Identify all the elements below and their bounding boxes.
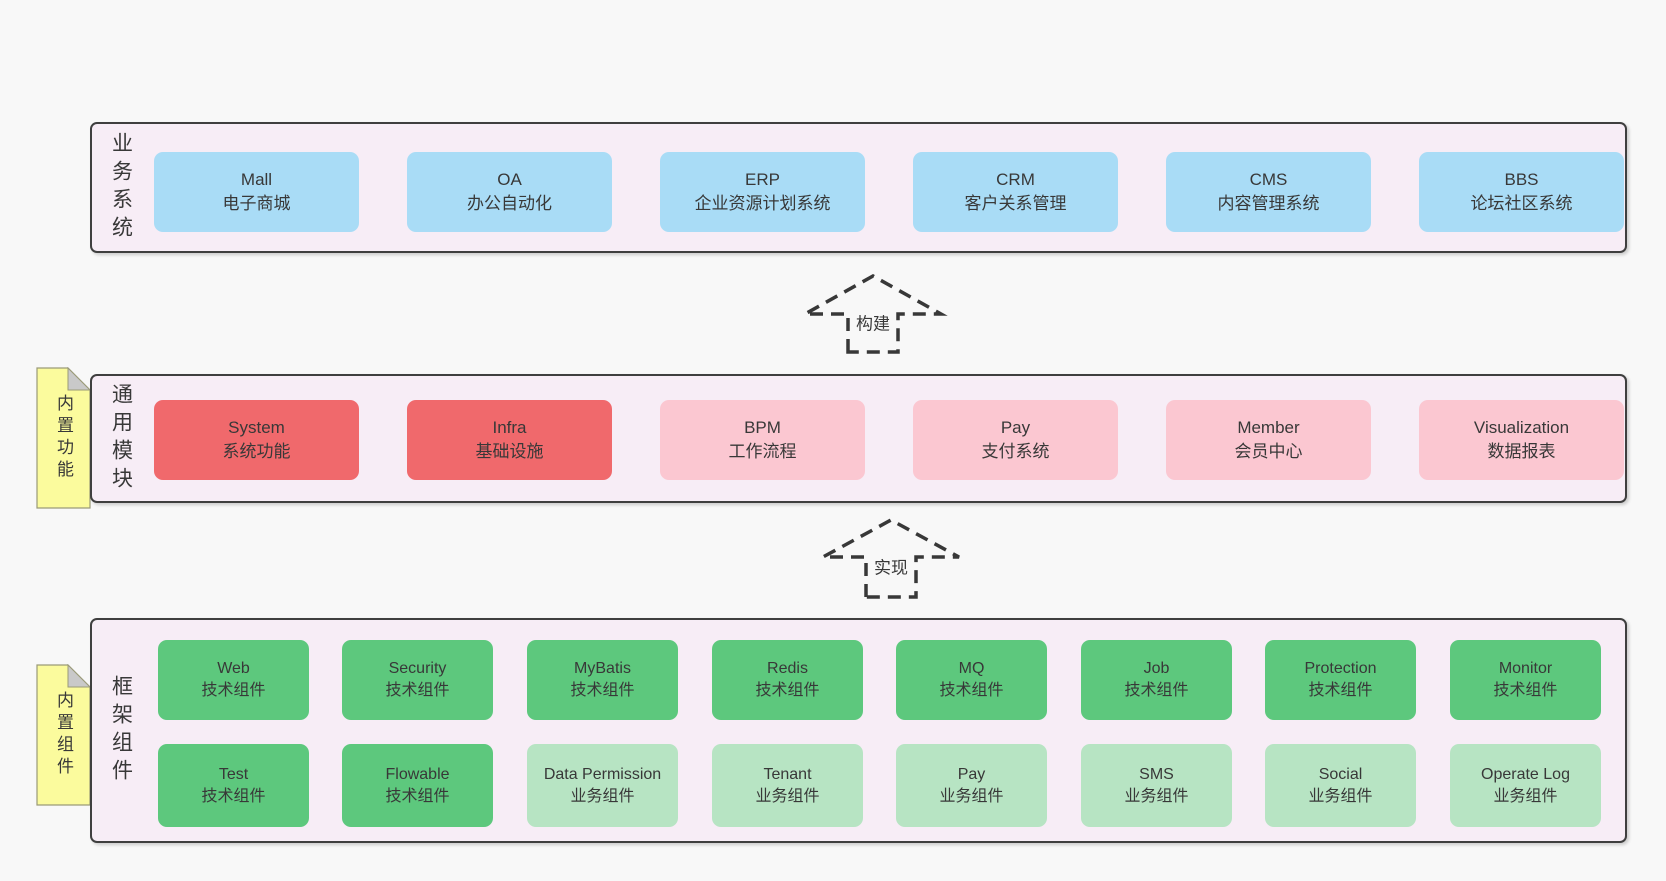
panel-title-business-systems: 业务系统: [109, 131, 133, 244]
box-security: Security 技术组件: [342, 640, 493, 720]
box-operate-log: Operate Log 业务组件: [1450, 744, 1601, 827]
box-cms: CMS 内容管理系统: [1166, 152, 1371, 232]
note-shape: [36, 664, 91, 806]
arrow-build-label: 构建: [853, 308, 893, 336]
box-monitor: Monitor 技术组件: [1450, 640, 1601, 720]
box-bpm: BPM 工作流程: [660, 400, 865, 480]
note-built-in-features: 内置功能: [36, 367, 91, 509]
note-label: 内置功能: [54, 394, 73, 482]
box-tenant: Tenant 业务组件: [712, 744, 863, 827]
box-redis: Redis 技术组件: [712, 640, 863, 720]
box-pay-system: Pay 支付系统: [913, 400, 1118, 480]
box-web: Web 技术组件: [158, 640, 309, 720]
box-system: System 系统功能: [154, 400, 359, 480]
arrow-implement-icon: [822, 518, 960, 599]
box-sms: SMS 业务组件: [1081, 744, 1232, 827]
panel-title-common-modules: 通用模块: [109, 382, 133, 495]
panel-business-systems: 业务系统 Mall 电子商城 OA 办公自动化 ERP 企业资源计划系统 CRM…: [90, 122, 1627, 253]
box-pay-component: Pay 业务组件: [896, 744, 1047, 827]
box-job: Job 技术组件: [1081, 640, 1232, 720]
box-bbs: BBS 论坛社区系统: [1419, 152, 1624, 232]
box-member: Member 会员中心: [1166, 400, 1371, 480]
note-built-in-components: 内置组件: [36, 664, 91, 806]
folded-corner-icon: [67, 367, 91, 391]
box-mybatis: MyBatis 技术组件: [527, 640, 678, 720]
box-visualization: Visualization 数据报表: [1419, 400, 1624, 480]
box-infra: Infra 基础设施: [407, 400, 612, 480]
box-oa: OA 办公自动化: [407, 152, 612, 232]
box-erp: ERP 企业资源计划系统: [660, 152, 865, 232]
note-label: 内置组件: [54, 691, 73, 779]
folded-corner-icon: [67, 664, 91, 688]
box-data-permission: Data Permission 业务组件: [527, 744, 678, 827]
panel-title-framework-components: 框架组件: [109, 674, 133, 787]
box-flowable: Flowable 技术组件: [342, 744, 493, 827]
box-test: Test 技术组件: [158, 744, 309, 827]
box-crm: CRM 客户关系管理: [913, 152, 1118, 232]
panel-framework-components: 框架组件 Web 技术组件 Security 技术组件 MyBatis 技术组件…: [90, 618, 1627, 843]
box-mall: Mall 电子商城: [154, 152, 359, 232]
arrow-build-icon: [798, 273, 948, 354]
box-mq: MQ 技术组件: [896, 640, 1047, 720]
box-protection: Protection 技术组件: [1265, 640, 1416, 720]
panel-common-modules: 通用模块 System 系统功能 Infra 基础设施 BPM 工作流程 Pay…: [90, 374, 1627, 503]
box-social: Social 业务组件: [1265, 744, 1416, 827]
arrow-implement-label: 实现: [871, 552, 911, 580]
